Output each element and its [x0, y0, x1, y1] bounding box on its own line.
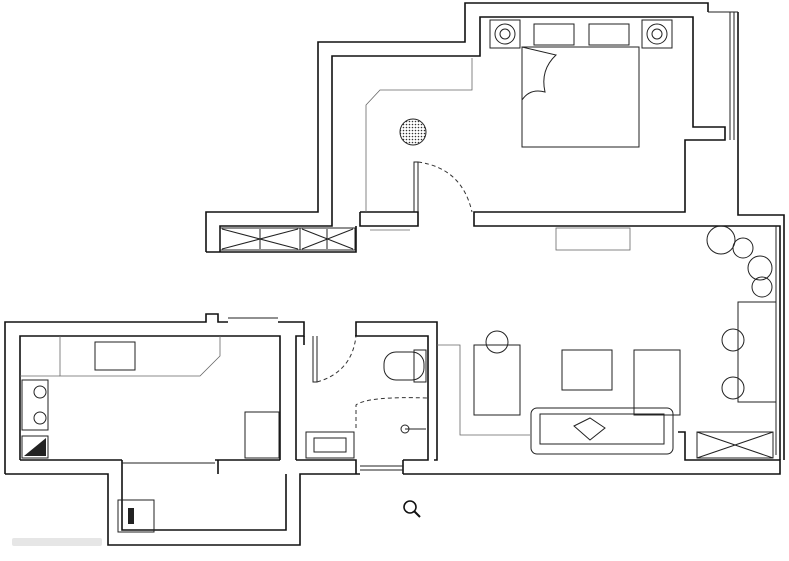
watermark — [12, 538, 102, 546]
walls-lower — [4, 313, 781, 546]
magnifier-icon[interactable] — [403, 500, 421, 518]
walls-upper — [205, 2, 785, 460]
bed — [399, 19, 673, 148]
kitchen — [20, 336, 280, 533]
bathroom — [305, 349, 427, 459]
plants — [706, 225, 773, 298]
living-furniture — [473, 301, 777, 459]
